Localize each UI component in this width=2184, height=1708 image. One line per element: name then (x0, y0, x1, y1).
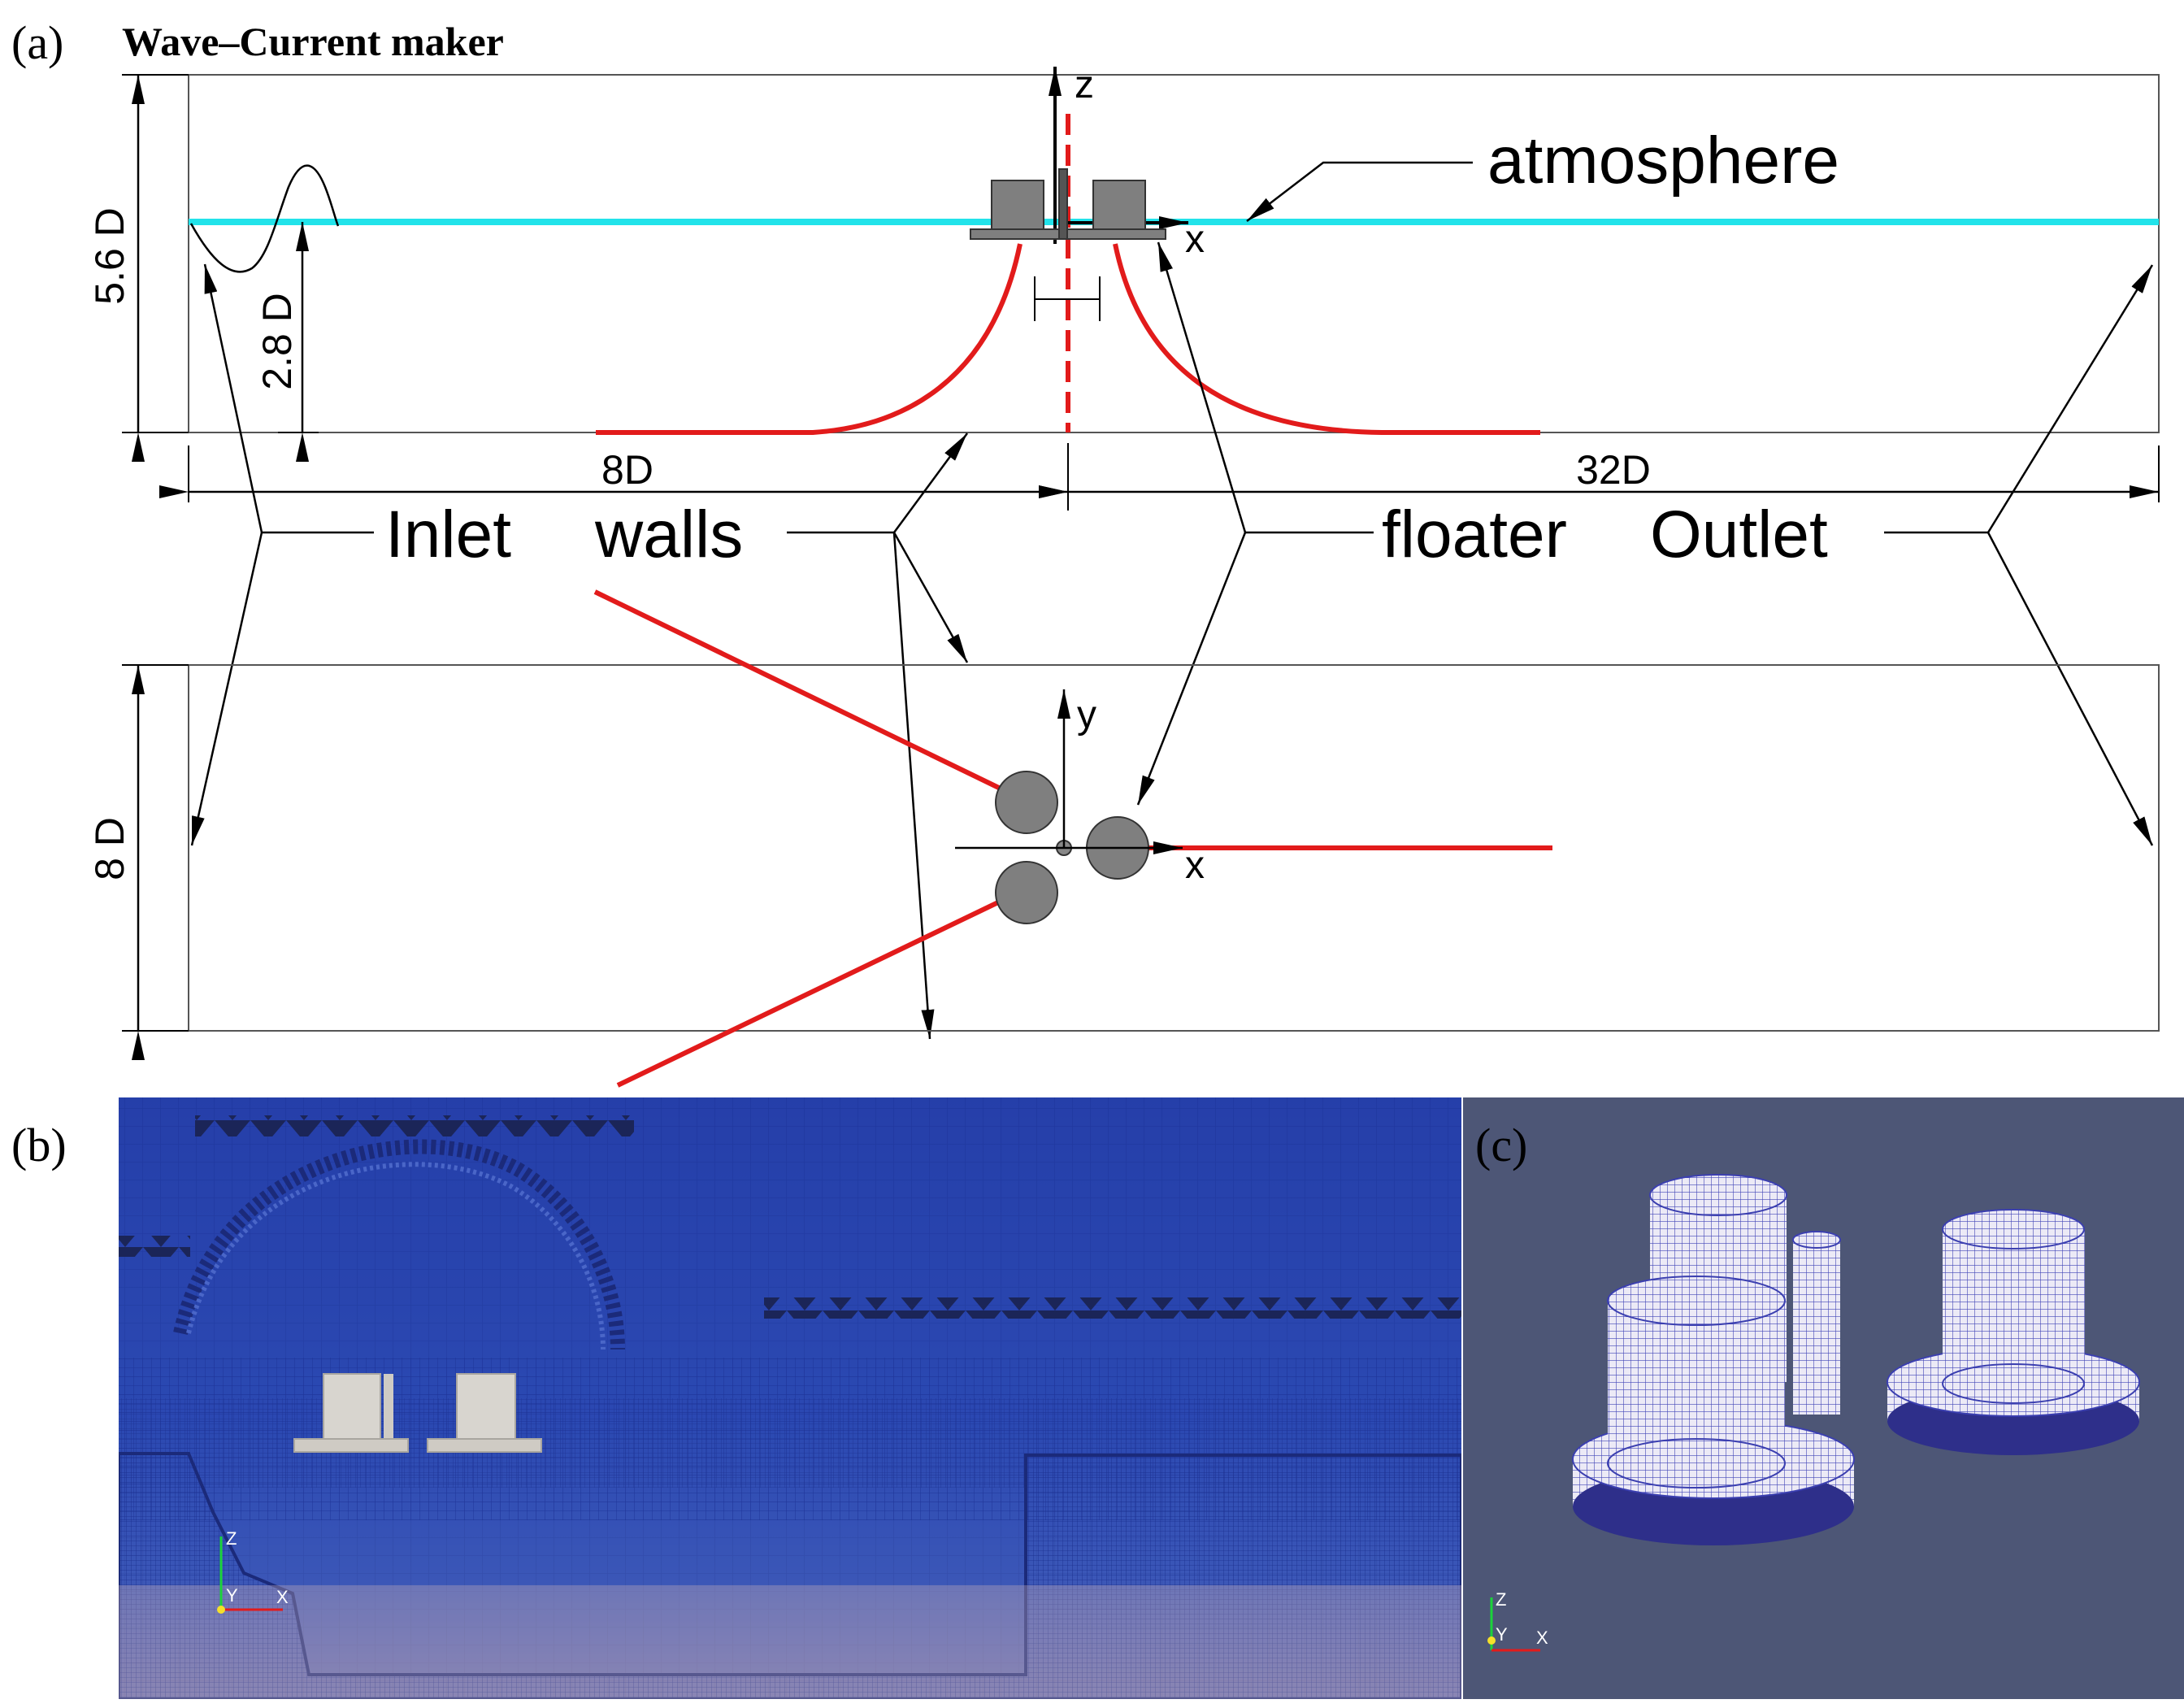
floater-spacing-mark (1034, 276, 1101, 321)
height-label: 5.6 D (87, 207, 132, 305)
panel-a-title: Wave–Current maker (122, 19, 504, 64)
z-axis-label: z (1075, 63, 1094, 106)
walls-label: walls (594, 498, 743, 572)
inlet-label: Inlet (385, 498, 511, 572)
svg-text:Y: Y (226, 1585, 238, 1606)
svg-text:Z: Z (1496, 1589, 1506, 1610)
guide-line-upper (593, 589, 1032, 806)
upstream-length-label: 8D (601, 447, 653, 493)
width-label: 8 D (87, 817, 132, 880)
panel-c: (c) (1463, 1097, 2184, 1699)
atmosphere-label: atmosphere (1487, 124, 1839, 198)
panel-a-label: (a) (11, 16, 63, 69)
wave-maker-sine (189, 164, 340, 273)
front-floater-mesh (1572, 1276, 1855, 1545)
guide-curve-left (596, 243, 1023, 435)
outlet-label: Outlet (1650, 498, 1828, 572)
svg-text:Z: Z (226, 1528, 237, 1549)
side-view-domain (188, 74, 2160, 433)
panel-b: (b) (11, 1097, 1461, 1699)
refinement-arch (173, 1139, 625, 1350)
depth-label: 2.8 D (254, 293, 300, 390)
panel-a: (a) Wave–Current maker 5.6 D 2.8 D z x (11, 16, 2160, 1088)
atmosphere-leader (1246, 161, 1473, 222)
floater-mesh-b (293, 1373, 542, 1453)
axis-triad-c: Z Y X (1487, 1589, 1548, 1652)
x-axis-top-label: x (1185, 844, 1205, 887)
svg-text:X: X (1536, 1628, 1548, 1648)
leader-lines (190, 241, 2154, 1040)
panel-b-label: (b) (11, 1119, 67, 1171)
svg-text:X: X (276, 1587, 289, 1607)
refined-lower-region (119, 1452, 1461, 1699)
guide-line-lower (616, 900, 1000, 1088)
top-view-domain (188, 664, 2160, 1032)
svg-text:Y: Y (1496, 1624, 1508, 1645)
thin-column-mesh (1792, 1231, 1841, 1415)
panel-c-label: (c) (1475, 1119, 1527, 1171)
y-axis-label: y (1077, 693, 1096, 737)
right-floater-mesh (1887, 1209, 2140, 1455)
floater-label: floater (1382, 498, 1567, 572)
guide-curve-right (1113, 243, 1540, 435)
floater-side-view (970, 168, 1166, 240)
axis-triad-b: Z Y X (217, 1528, 289, 1614)
x-axis-side-label: x (1185, 218, 1205, 261)
downstream-length-label: 32D (1576, 447, 1651, 493)
